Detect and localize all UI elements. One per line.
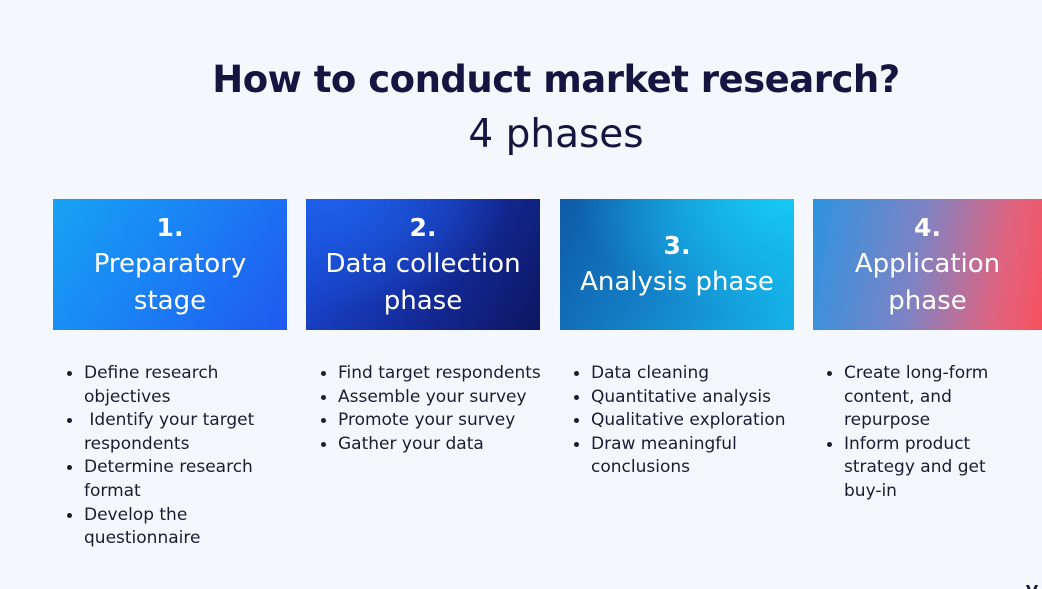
phase-3-card: 3. Analysis phase <box>560 199 794 330</box>
list-item: Quantitative analysis <box>574 386 802 410</box>
phase-number: 1. <box>156 212 184 242</box>
list-item: Determine research format <box>67 456 289 503</box>
list-item: Data cleaning <box>574 362 802 386</box>
logo-fragment <box>1024 579 1042 589</box>
logo-icon <box>1026 585 1038 589</box>
phase-1-steps: Define research objectives Identify your… <box>67 362 289 551</box>
list-item: Draw meaningful conclusions <box>574 433 802 480</box>
page-subtitle: 4 phases <box>468 112 644 157</box>
list-item: Inform product strategy and get buy-in <box>827 433 1027 504</box>
list-item: Identify your target respondents <box>67 409 289 456</box>
list-item: Qualitative exploration <box>574 409 802 433</box>
phase-4-steps: Create long-form content, and repurpose … <box>827 362 1027 504</box>
phase-1-card: 1. Preparatory stage <box>53 199 287 330</box>
list-item: Assemble your survey <box>321 386 543 410</box>
list-item: Promote your survey <box>321 409 543 433</box>
list-item: Find target respondents <box>321 362 543 386</box>
phase-label: Preparatory stage <box>93 248 247 316</box>
list-item: Develop the questionnaire <box>67 504 289 551</box>
list-item: Gather your data <box>321 433 543 457</box>
phase-4-card: 4. Application phase <box>813 199 1042 330</box>
phase-label: Analysis phase <box>580 267 774 297</box>
phase-number: 3. <box>663 231 691 260</box>
phase-label: Data collection phase <box>325 248 521 316</box>
phase-3-steps: Data cleaning Quantitative analysis Qual… <box>574 362 802 480</box>
phase-number: 2. <box>409 212 437 242</box>
phase-number: 4. <box>914 212 941 242</box>
page-title: How to conduct market research? <box>212 58 900 101</box>
phase-label: Application phase <box>854 248 1001 316</box>
list-item: Define research objectives <box>67 362 289 409</box>
phase-2-steps: Find target respondents Assemble your su… <box>321 362 543 456</box>
phase-2-card: 2. Data collection phase <box>306 199 540 330</box>
list-item: Create long-form content, and repurpose <box>827 362 1027 433</box>
